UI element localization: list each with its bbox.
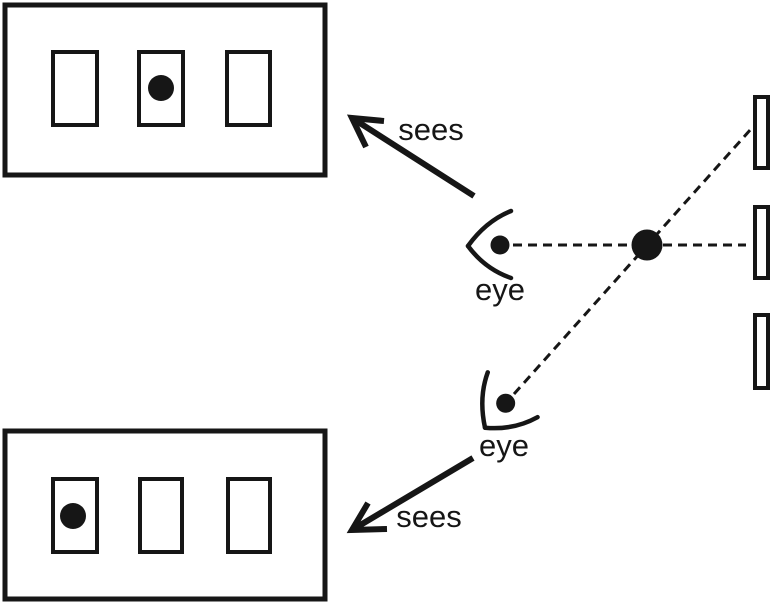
label-eye-middle: eye (475, 272, 525, 307)
sightline-bottom-eye (512, 128, 753, 395)
aperture-slit-top (753, 95, 770, 170)
aperture-slit-bottom (753, 313, 770, 390)
sees-arrow-bottom (346, 455, 475, 534)
aperture-slit-middle (753, 205, 770, 280)
eye-icon-middle (468, 211, 511, 278)
label-sees-bottom: sees (396, 499, 461, 534)
percept-bottom-slit-right (226, 477, 272, 554)
aperture-column (753, 95, 770, 390)
sees-arrow-top (346, 114, 476, 199)
percept-top-dot (148, 75, 174, 101)
label-sees-top: sees (398, 112, 463, 147)
percept-bottom-slit-middle (138, 477, 184, 554)
label-eye-bottom: eye (479, 428, 529, 463)
percept-bottom (2, 428, 328, 602)
object-dot (631, 229, 663, 261)
percept-bottom-dot (60, 503, 86, 529)
percept-top-slit-left (51, 50, 99, 127)
percept-top-slit-right (225, 50, 272, 127)
percept-top (2, 2, 328, 178)
